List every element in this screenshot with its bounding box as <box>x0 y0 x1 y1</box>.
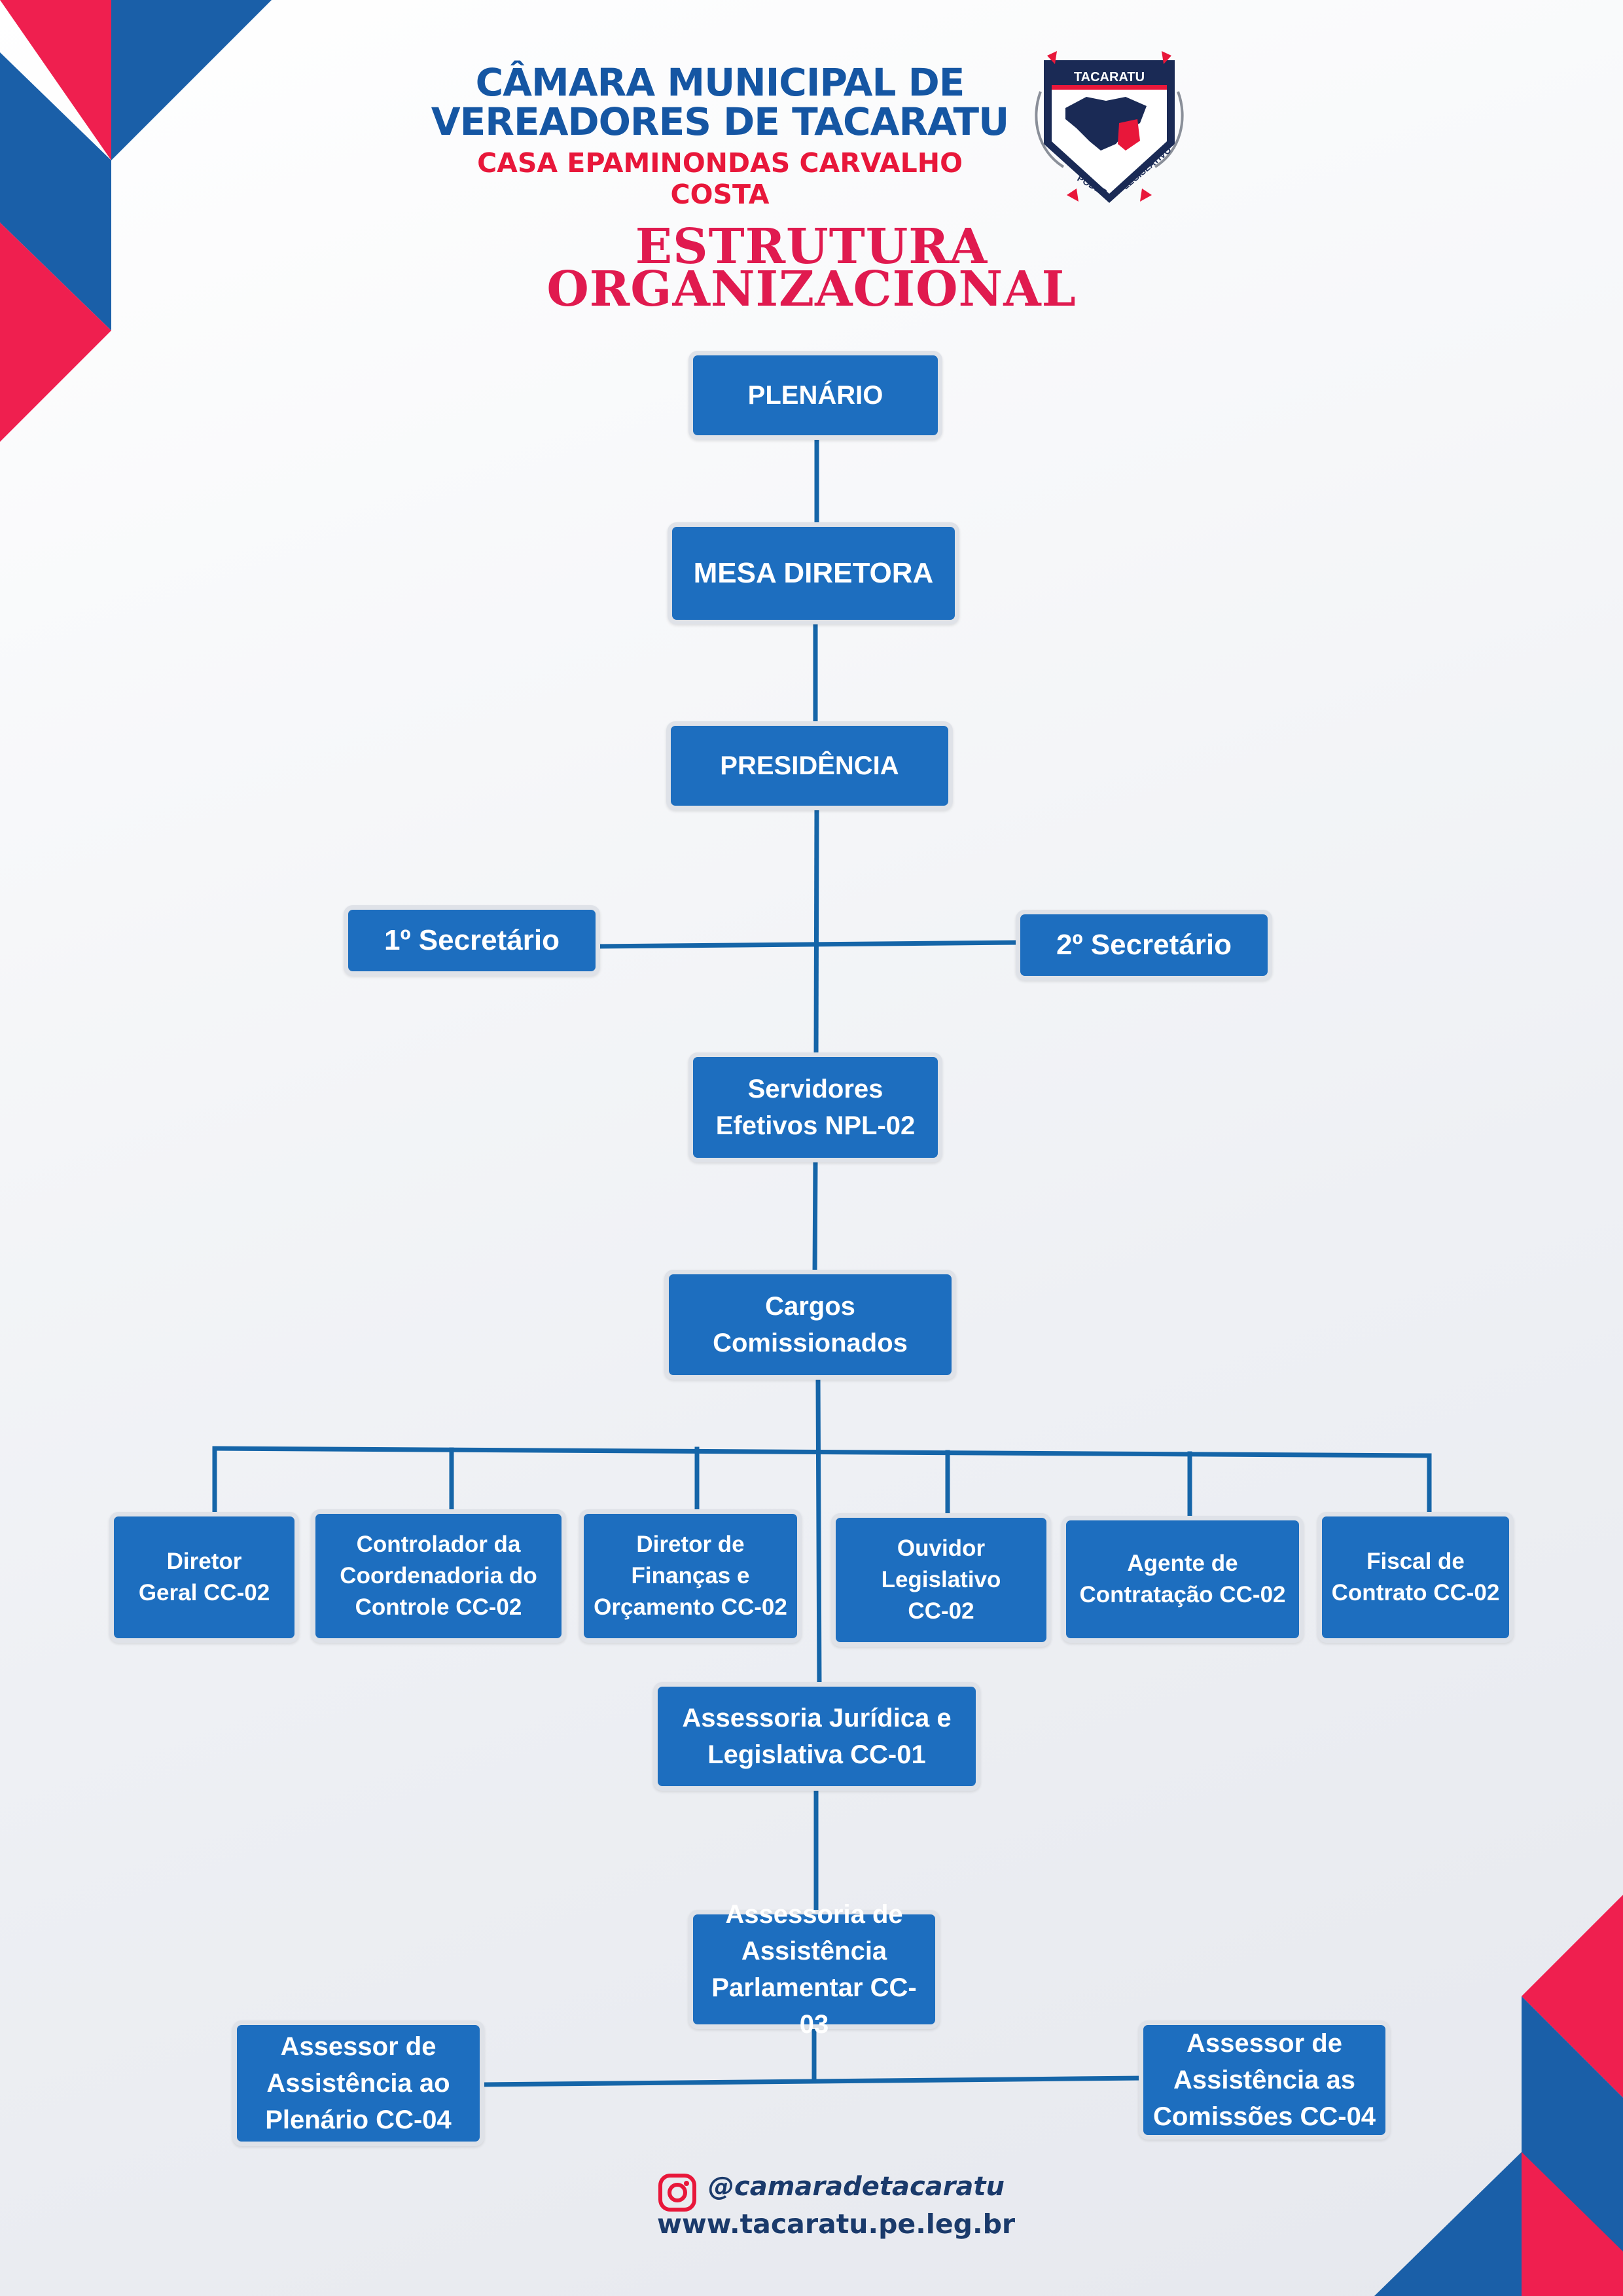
header: CÂMARA MUNICIPAL DE VEREADORES DE TACARA… <box>0 0 1623 340</box>
node-fiscal-contrato: Fiscal de Contrato CC-02 <box>1317 1512 1514 1643</box>
chart-title-line-1: ESTRUTURA <box>635 219 988 275</box>
chart-title-line-2: ORGANIZACIONAL <box>546 261 1077 317</box>
node-servidores-efetivos: Servidores Efetivos NPL-02 <box>688 1052 942 1162</box>
tacaratu-crest-logo: TACARATU PODER LEGISLATIVO <box>1035 51 1184 203</box>
node-1-secretario: 1º Secretário <box>344 905 600 976</box>
node-assessoria-juridica: Assessoria Jurídica e Legislativa CC-01 <box>653 1682 980 1791</box>
node-controlador: Controlador da Coordenadoria do Controle… <box>311 1509 566 1643</box>
node-cargos-comissionados: Cargos Comissionados <box>664 1270 956 1380</box>
node-presidencia: PRESIDÊNCIA <box>666 721 953 810</box>
node-mesa-diretora: MESA DIRETORA <box>668 522 959 624</box>
map-highlight <box>1118 119 1140 151</box>
header-line-2: VEREADORES DE TACARATU <box>431 99 1009 144</box>
logo-top-text: TACARATU <box>1074 70 1145 84</box>
node-assessor-plenario: Assessor de Assistência ao Plenário CC-0… <box>232 2020 484 2146</box>
node-diretor-geral: Diretor Geral CC-02 <box>109 1512 299 1643</box>
website-link[interactable]: www.tacaratu.pe.leg.br <box>657 2208 1016 2240</box>
node-ouvidor: Ouvidor Legislativo CC-02 <box>831 1513 1051 1647</box>
header-line-1: CÂMARA MUNICIPAL DE <box>475 60 965 105</box>
node-2-secretario: 2º Secretário <box>1016 910 1272 980</box>
instagram-icon <box>658 2174 696 2212</box>
node-plenario: PLENÁRIO <box>688 351 942 440</box>
header-line-3: CASA EPAMINONDAS CARVALHO COSTA <box>477 147 963 210</box>
node-assessor-comissoes: Assessor de Assistência as Comissões CC-… <box>1139 2020 1390 2140</box>
instagram-handle[interactable]: @camaradetacaratu <box>708 2172 1005 2202</box>
node-diretor-financas: Diretor de Finanças e Orçamento CC-02 <box>579 1509 802 1643</box>
node-agente-contratacao: Agente de Contratação CC-02 <box>1061 1516 1304 1643</box>
map-shape <box>1065 97 1147 151</box>
node-assessoria-parlamentar: Assessoria de Assistência Parlamentar CC… <box>688 1900 940 2039</box>
